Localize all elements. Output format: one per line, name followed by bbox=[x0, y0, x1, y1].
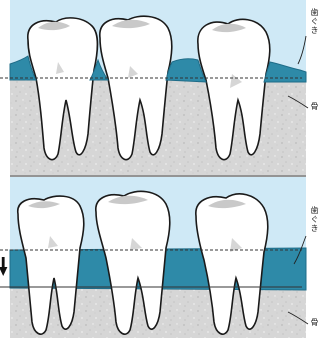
gum-label: 歯ぐき bbox=[310, 8, 319, 35]
bone-label: 骨 bbox=[310, 102, 319, 111]
receded-panel bbox=[0, 177, 308, 338]
arrow-down-icon bbox=[0, 257, 7, 276]
healthy-panel bbox=[0, 0, 308, 175]
bone-label: 骨 bbox=[310, 318, 319, 327]
gum-label: 歯ぐき bbox=[310, 206, 319, 233]
